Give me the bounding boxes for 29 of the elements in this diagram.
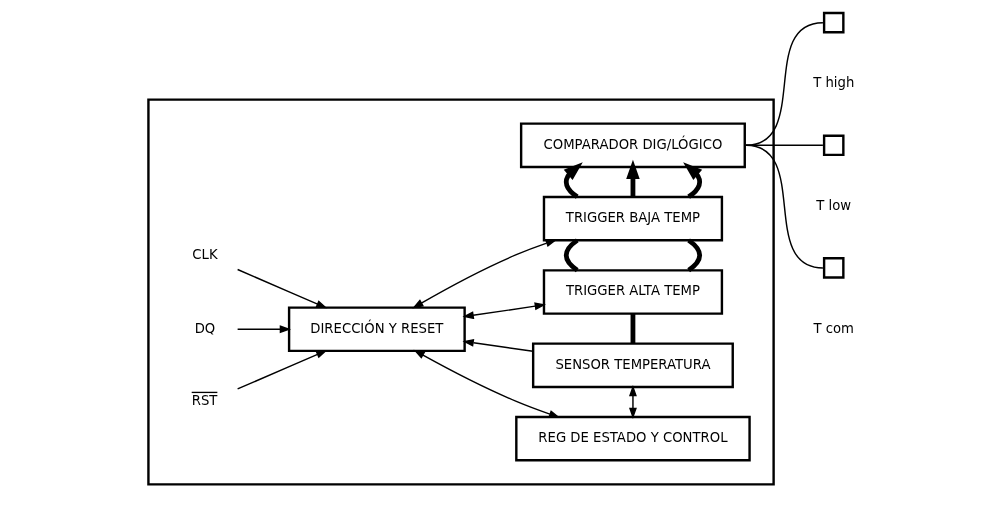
node-box: TRIGGER BAJA TEMP: [542, 195, 723, 242]
arrow: [462, 302, 546, 320]
arrow: [236, 350, 327, 390]
node-box: [822, 11, 845, 34]
node-box: [822, 257, 845, 279]
node-box: TRIGGER ALTA TEMP: [542, 269, 723, 315]
cluster: [146, 98, 775, 486]
arrow: [625, 159, 640, 197]
node-box: COMPARADOR DIG/LÓGICO: [519, 122, 746, 169]
connector: [686, 238, 702, 273]
node-label: T low: [815, 197, 851, 213]
arrow: [462, 338, 534, 352]
node-text: CLK: [191, 247, 218, 263]
node-text: DQ: [194, 320, 215, 336]
node-box: REG DE ESTADO Y CONTROL: [514, 415, 751, 462]
arrow: [628, 384, 637, 420]
node-box: DIRECCIÓN Y RESET: [287, 306, 466, 353]
arrow: [236, 268, 327, 309]
node-text: RST: [191, 392, 217, 408]
connector: [744, 144, 824, 269]
arrow: [412, 349, 560, 418]
node-label: T high: [812, 75, 854, 91]
connector: [630, 313, 635, 344]
arrow: [236, 325, 291, 334]
node-label: T com: [812, 320, 854, 336]
connector: [744, 21, 824, 146]
arrow: [411, 239, 557, 309]
node-box: SENSOR TEMPERATURA: [531, 342, 734, 389]
node-box: [822, 134, 845, 157]
